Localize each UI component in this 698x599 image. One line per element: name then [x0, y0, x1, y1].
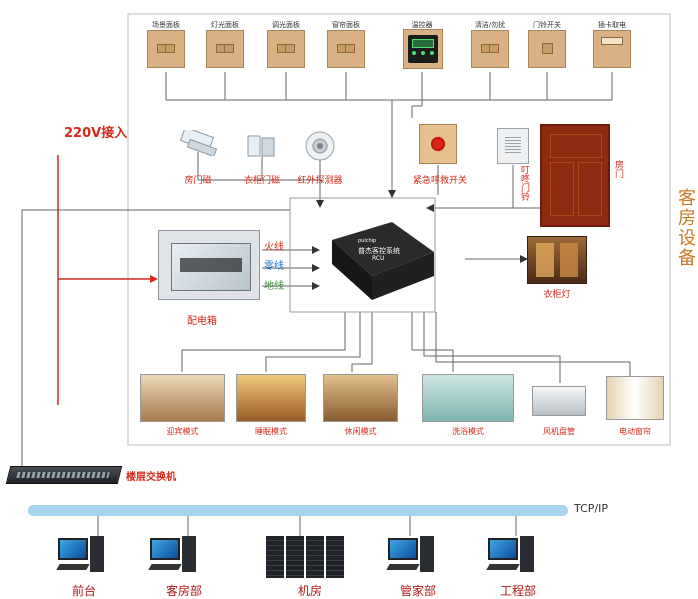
mode-leisure-label: 休闲模式	[344, 427, 377, 436]
fan-coil-label: 风机盘管	[543, 427, 575, 436]
panel-label-curtain: 窗帘面板	[332, 21, 360, 29]
floor-switch-label: 楼层交换机	[126, 472, 176, 483]
terminal-engineering-dept-label: 工程部	[500, 584, 537, 598]
door-magnet-label: 房门磁	[184, 176, 212, 186]
terminal-front-desk-label: 前台	[72, 584, 97, 598]
mode-sleep-label: 睡眠模式	[255, 427, 287, 436]
distribution-box-icon	[158, 230, 260, 300]
panel-label-scene: 场景面板	[152, 21, 180, 29]
terminal-housekeeping-dept-label: 客房部	[166, 584, 203, 598]
panel-label-dimmer: 调光面板	[272, 21, 300, 29]
mode-welcome-label: 迎宾模式	[166, 427, 199, 436]
mode-welcome-image	[140, 374, 225, 422]
emergency-button-icon	[419, 124, 457, 164]
light-panel	[206, 30, 244, 68]
curtain-panel	[327, 30, 365, 68]
thermostat-panel	[403, 29, 443, 69]
closet-magnet-icon	[247, 135, 275, 157]
terminal-butler-dept-label: 管家部	[400, 584, 437, 598]
line-live-label: 火线	[264, 242, 284, 253]
door-magnet-icon	[180, 130, 218, 156]
network-label: TCP/IP	[574, 502, 608, 515]
doorbell-switch-panel	[528, 30, 566, 68]
doorbell-icon	[497, 128, 529, 164]
room-door-icon	[540, 124, 610, 227]
infrared-sensor-icon	[305, 131, 335, 161]
mode-sleep-image	[236, 374, 306, 422]
curtain-label: 电动窗帘	[619, 427, 651, 436]
clean-dnd-panel	[471, 30, 509, 68]
terminal-engineering-dept-icon	[486, 536, 536, 580]
card-power-panel	[593, 30, 631, 68]
server-room-icon	[266, 536, 346, 580]
line-neutral-label: 零线	[264, 261, 284, 272]
distribution-box-label: 配电箱	[187, 316, 217, 327]
panel-label-doorbell-switch: 门铃开关	[533, 21, 561, 29]
closet-light-icon	[527, 236, 587, 284]
rcu-name: 普杰客控系统	[358, 247, 400, 255]
scene-panel	[147, 30, 185, 68]
server-room-label: 机房	[298, 584, 323, 598]
infrared-label: 红外探测器	[297, 176, 343, 186]
room-door-label: 房门	[613, 160, 623, 178]
fan-coil-image	[532, 386, 586, 416]
power-input-label: 220V接入	[64, 126, 128, 141]
emergency-label: 紧急呼救开关	[412, 176, 467, 186]
doorbell-label: 叮咚门铃	[519, 165, 529, 201]
mode-leisure-image	[323, 374, 398, 422]
mode-bath-image	[422, 374, 514, 422]
dimmer-panel	[267, 30, 305, 68]
closet-light-label: 衣柜灯	[543, 290, 571, 300]
line-ground-label: 地线	[264, 281, 284, 292]
terminal-housekeeping-dept-icon	[148, 536, 198, 580]
rcu-model: RCU	[372, 255, 385, 262]
panel-label-light: 灯光面板	[211, 21, 239, 29]
panel-label-card: 插卡取电	[598, 21, 626, 29]
panel-label-clean: 清洁/勿扰	[474, 21, 506, 29]
terminal-butler-dept-icon	[386, 536, 436, 580]
rcu-brand: pulchip	[358, 238, 377, 244]
mode-bath-label: 洗浴模式	[452, 427, 484, 436]
panel-label-thermostat: 温控器	[411, 21, 433, 29]
closet-magnet-label: 衣柜门磁	[243, 176, 280, 186]
section-title: 客房设备	[675, 188, 696, 268]
terminal-front-desk-icon	[56, 536, 106, 580]
rcu-device: pulchip 普杰客控系统 RCU	[322, 218, 440, 304]
curtain-image	[606, 376, 664, 420]
floor-switch-icon	[5, 466, 123, 484]
